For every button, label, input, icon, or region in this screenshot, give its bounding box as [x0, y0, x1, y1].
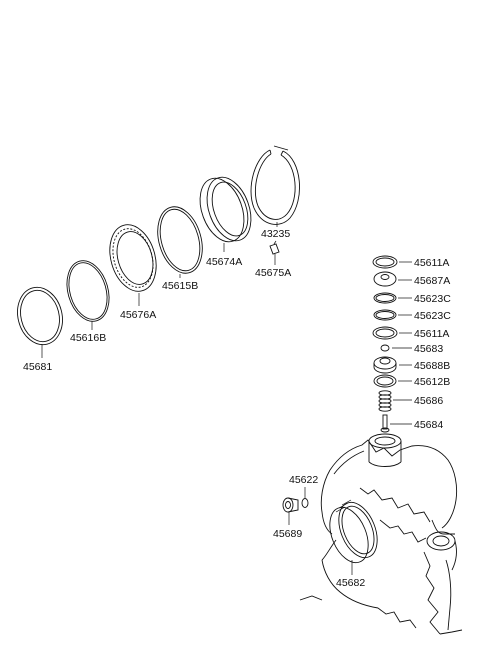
label-45612b: 45612B — [414, 376, 450, 388]
ring-45623c-2 — [373, 309, 412, 321]
ring-45674a — [199, 176, 252, 252]
label-45686: 45686 — [414, 395, 443, 407]
ring-45612b — [373, 374, 412, 388]
label-45688b: 45688B — [414, 360, 450, 372]
seal-45687a — [373, 271, 412, 287]
label-45684: 45684 — [414, 419, 443, 431]
label-45682: 45682 — [336, 577, 365, 589]
pin-45684 — [380, 414, 412, 433]
ball-45683 — [380, 344, 412, 352]
label-45687a: 45687A — [414, 275, 450, 287]
piston-45688b — [373, 356, 412, 374]
label-43235: 43235 — [261, 228, 290, 240]
ring-45616b — [66, 260, 110, 330]
label-45674a: 45674A — [206, 256, 242, 268]
ring-45676a — [109, 224, 157, 306]
label-45681: 45681 — [23, 361, 52, 373]
ring-45681 — [17, 286, 63, 358]
ring-43235 — [250, 145, 300, 227]
label-45676a: 45676A — [120, 309, 156, 321]
label-45689: 45689 — [273, 528, 302, 540]
transmission-case — [299, 433, 463, 635]
label-45623c-1: 45623C — [414, 293, 451, 305]
label-45616b: 45616B — [70, 332, 106, 344]
ring-45611a-top — [372, 255, 412, 269]
label-45611a-top: 45611A — [414, 257, 449, 269]
pin-45675a — [269, 240, 280, 265]
label-45622: 45622 — [289, 474, 318, 486]
oring-45622 — [301, 487, 309, 508]
ring-45611a-mid — [372, 326, 412, 340]
plug-45689 — [282, 497, 299, 525]
spring-45686 — [378, 390, 412, 412]
ring-45623c-1 — [373, 292, 412, 304]
label-45611a-mid: 45611A — [414, 328, 449, 340]
label-45683: 45683 — [414, 343, 443, 355]
ring-45615b — [157, 206, 203, 278]
label-45623c-2: 45623C — [414, 310, 451, 322]
label-45615b: 45615B — [162, 280, 198, 292]
label-45675a: 45675A — [255, 267, 291, 279]
drum-45682 — [329, 499, 378, 575]
